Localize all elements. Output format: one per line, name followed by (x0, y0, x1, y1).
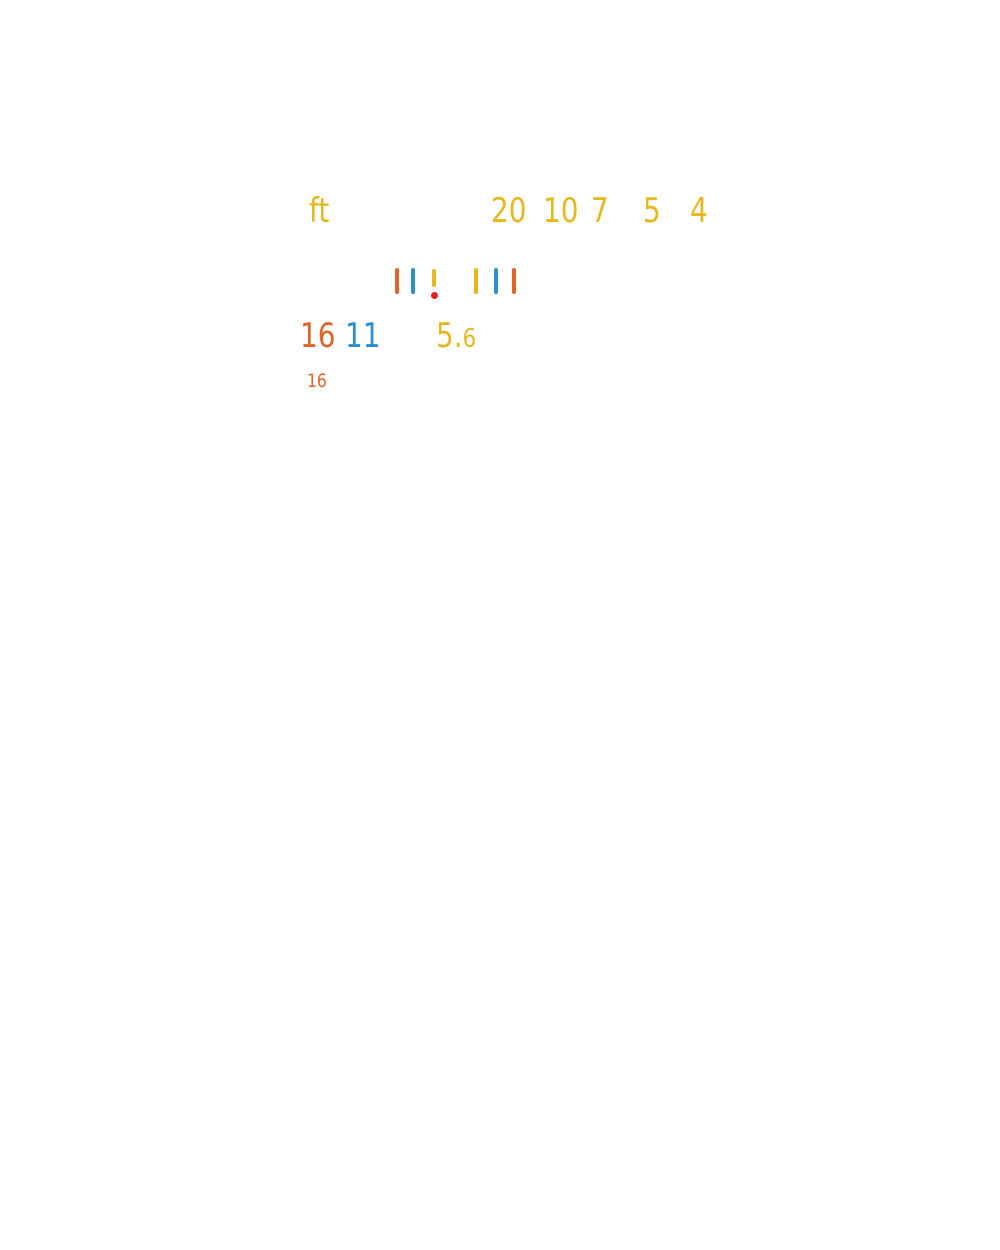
dof-tick-blue-right (494, 268, 498, 294)
distance-mark: 20 (491, 191, 527, 231)
aperture-5-6-main: 5. (436, 316, 463, 356)
dof-tick-orange-left (395, 268, 399, 294)
distance-unit-label: ft (309, 191, 330, 231)
aperture-11: 11 (345, 316, 381, 356)
aperture-5-6-sub: 6 (462, 324, 477, 354)
dof-tick-yellow-right (474, 268, 478, 294)
distance-mark: 5 (643, 191, 661, 231)
distance-mark: 10 (543, 191, 579, 231)
dof-tick-blue-left (411, 268, 415, 294)
distance-mark: 7 (591, 191, 609, 231)
dof-tick-orange-right (512, 268, 516, 294)
aperture-16: 16 (300, 316, 336, 356)
aperture-5-6: 5.6 (436, 319, 476, 353)
infrared-index-dot (431, 292, 438, 299)
distance-mark: 4 (690, 191, 708, 231)
focus-index-tick (432, 269, 436, 287)
aperture-secondary-16: 16 (307, 370, 327, 392)
